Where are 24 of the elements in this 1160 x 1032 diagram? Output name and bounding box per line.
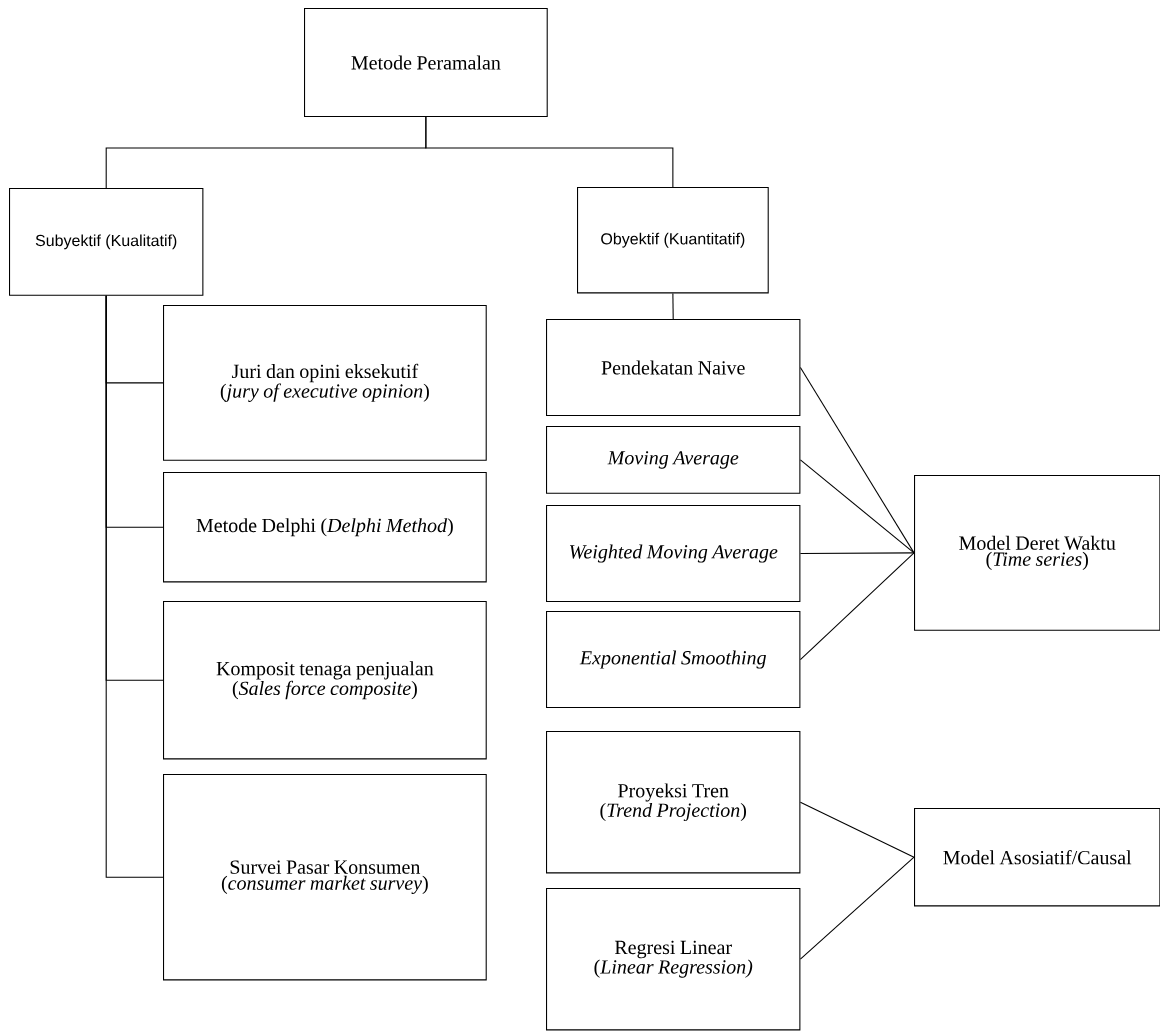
- category-box: Obyektif (Kuantitatif): [577, 187, 769, 294]
- connector-line: [799, 801, 915, 858]
- connector-line: [425, 116, 674, 188]
- category-box: Subyektif (Kualitatif): [9, 188, 204, 296]
- method-box: Pendekatan Naive: [546, 319, 801, 417]
- method-box: Survei Pasar Konsumen (consumer market survey): [163, 774, 487, 981]
- connector-line: [799, 552, 915, 661]
- method-box: Metode Peramalan: [304, 8, 548, 118]
- method-box: Weighted Moving Average: [546, 505, 801, 603]
- method-box: Model Asosiatif/Causal: [914, 808, 1160, 907]
- method-box: Komposit tenaga penjualan (Sales force composite): [163, 601, 487, 760]
- connector-line: [672, 292, 674, 320]
- connector-line: [799, 367, 915, 554]
- method-box: Metode Delphi (Delphi Method): [163, 472, 487, 583]
- method-box: Regresi Linear (Linear Regression): [546, 888, 801, 1031]
- method-box: Proyeksi Tren (Trend Projection): [546, 731, 801, 874]
- method-box: Model Deret Waktu (Time series): [914, 475, 1160, 631]
- connector-line: [799, 459, 915, 554]
- connector-line: [799, 856, 915, 960]
- method-box: Moving Average: [546, 426, 801, 494]
- method-box: Juri dan opini eksekutif (jury of executive opinion): [163, 305, 487, 461]
- connector-line: [799, 552, 915, 555]
- method-box: Exponential Smoothing: [546, 611, 801, 709]
- connector-line: [105, 295, 164, 878]
